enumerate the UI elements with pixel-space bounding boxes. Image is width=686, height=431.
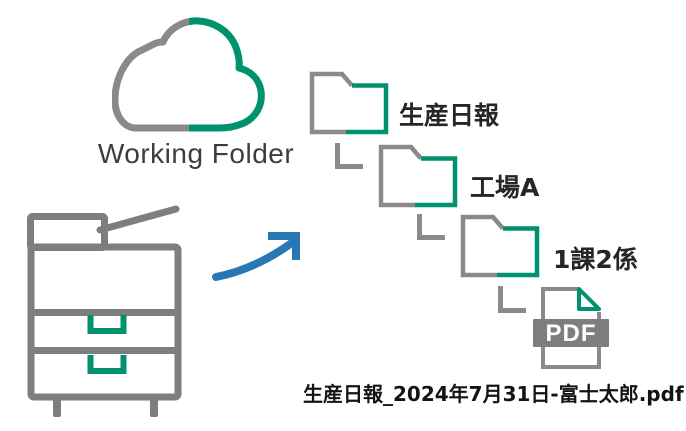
upload-arrow-icon [212,232,300,281]
folder-icon [309,71,389,135]
output-filename: 生産日報_2024年7月31日-富士太郎.pdf [303,382,684,406]
folder-label-level-2: 工場A [470,173,540,202]
folder-label-level-1: 生産日報 [399,101,500,130]
pdf-banner [533,319,609,347]
pdf-badge-label: PDF [546,320,597,347]
document-outline [541,287,601,369]
folded-corner [577,287,601,311]
printer-body [27,243,182,401]
multifunction-printer-icon [27,205,182,417]
drawer-handle-icon [87,315,127,334]
folder-label-level-3: 1課2係 [553,245,638,274]
folder-icon [378,144,458,208]
pdf-file-icon: PDF [533,287,609,369]
printer-leg [53,397,61,417]
tree-connector [498,286,526,313]
folder-icon [460,214,540,278]
tree-connector [417,214,445,240]
drawer-handle-icon [87,355,127,374]
printer-leg [150,397,158,417]
printer-panel [27,213,108,251]
printer-feeder-arm [96,205,180,234]
tree-connector [335,143,363,169]
working-folder-label: Working Folder [97,138,295,169]
cloud-icon [112,17,265,132]
